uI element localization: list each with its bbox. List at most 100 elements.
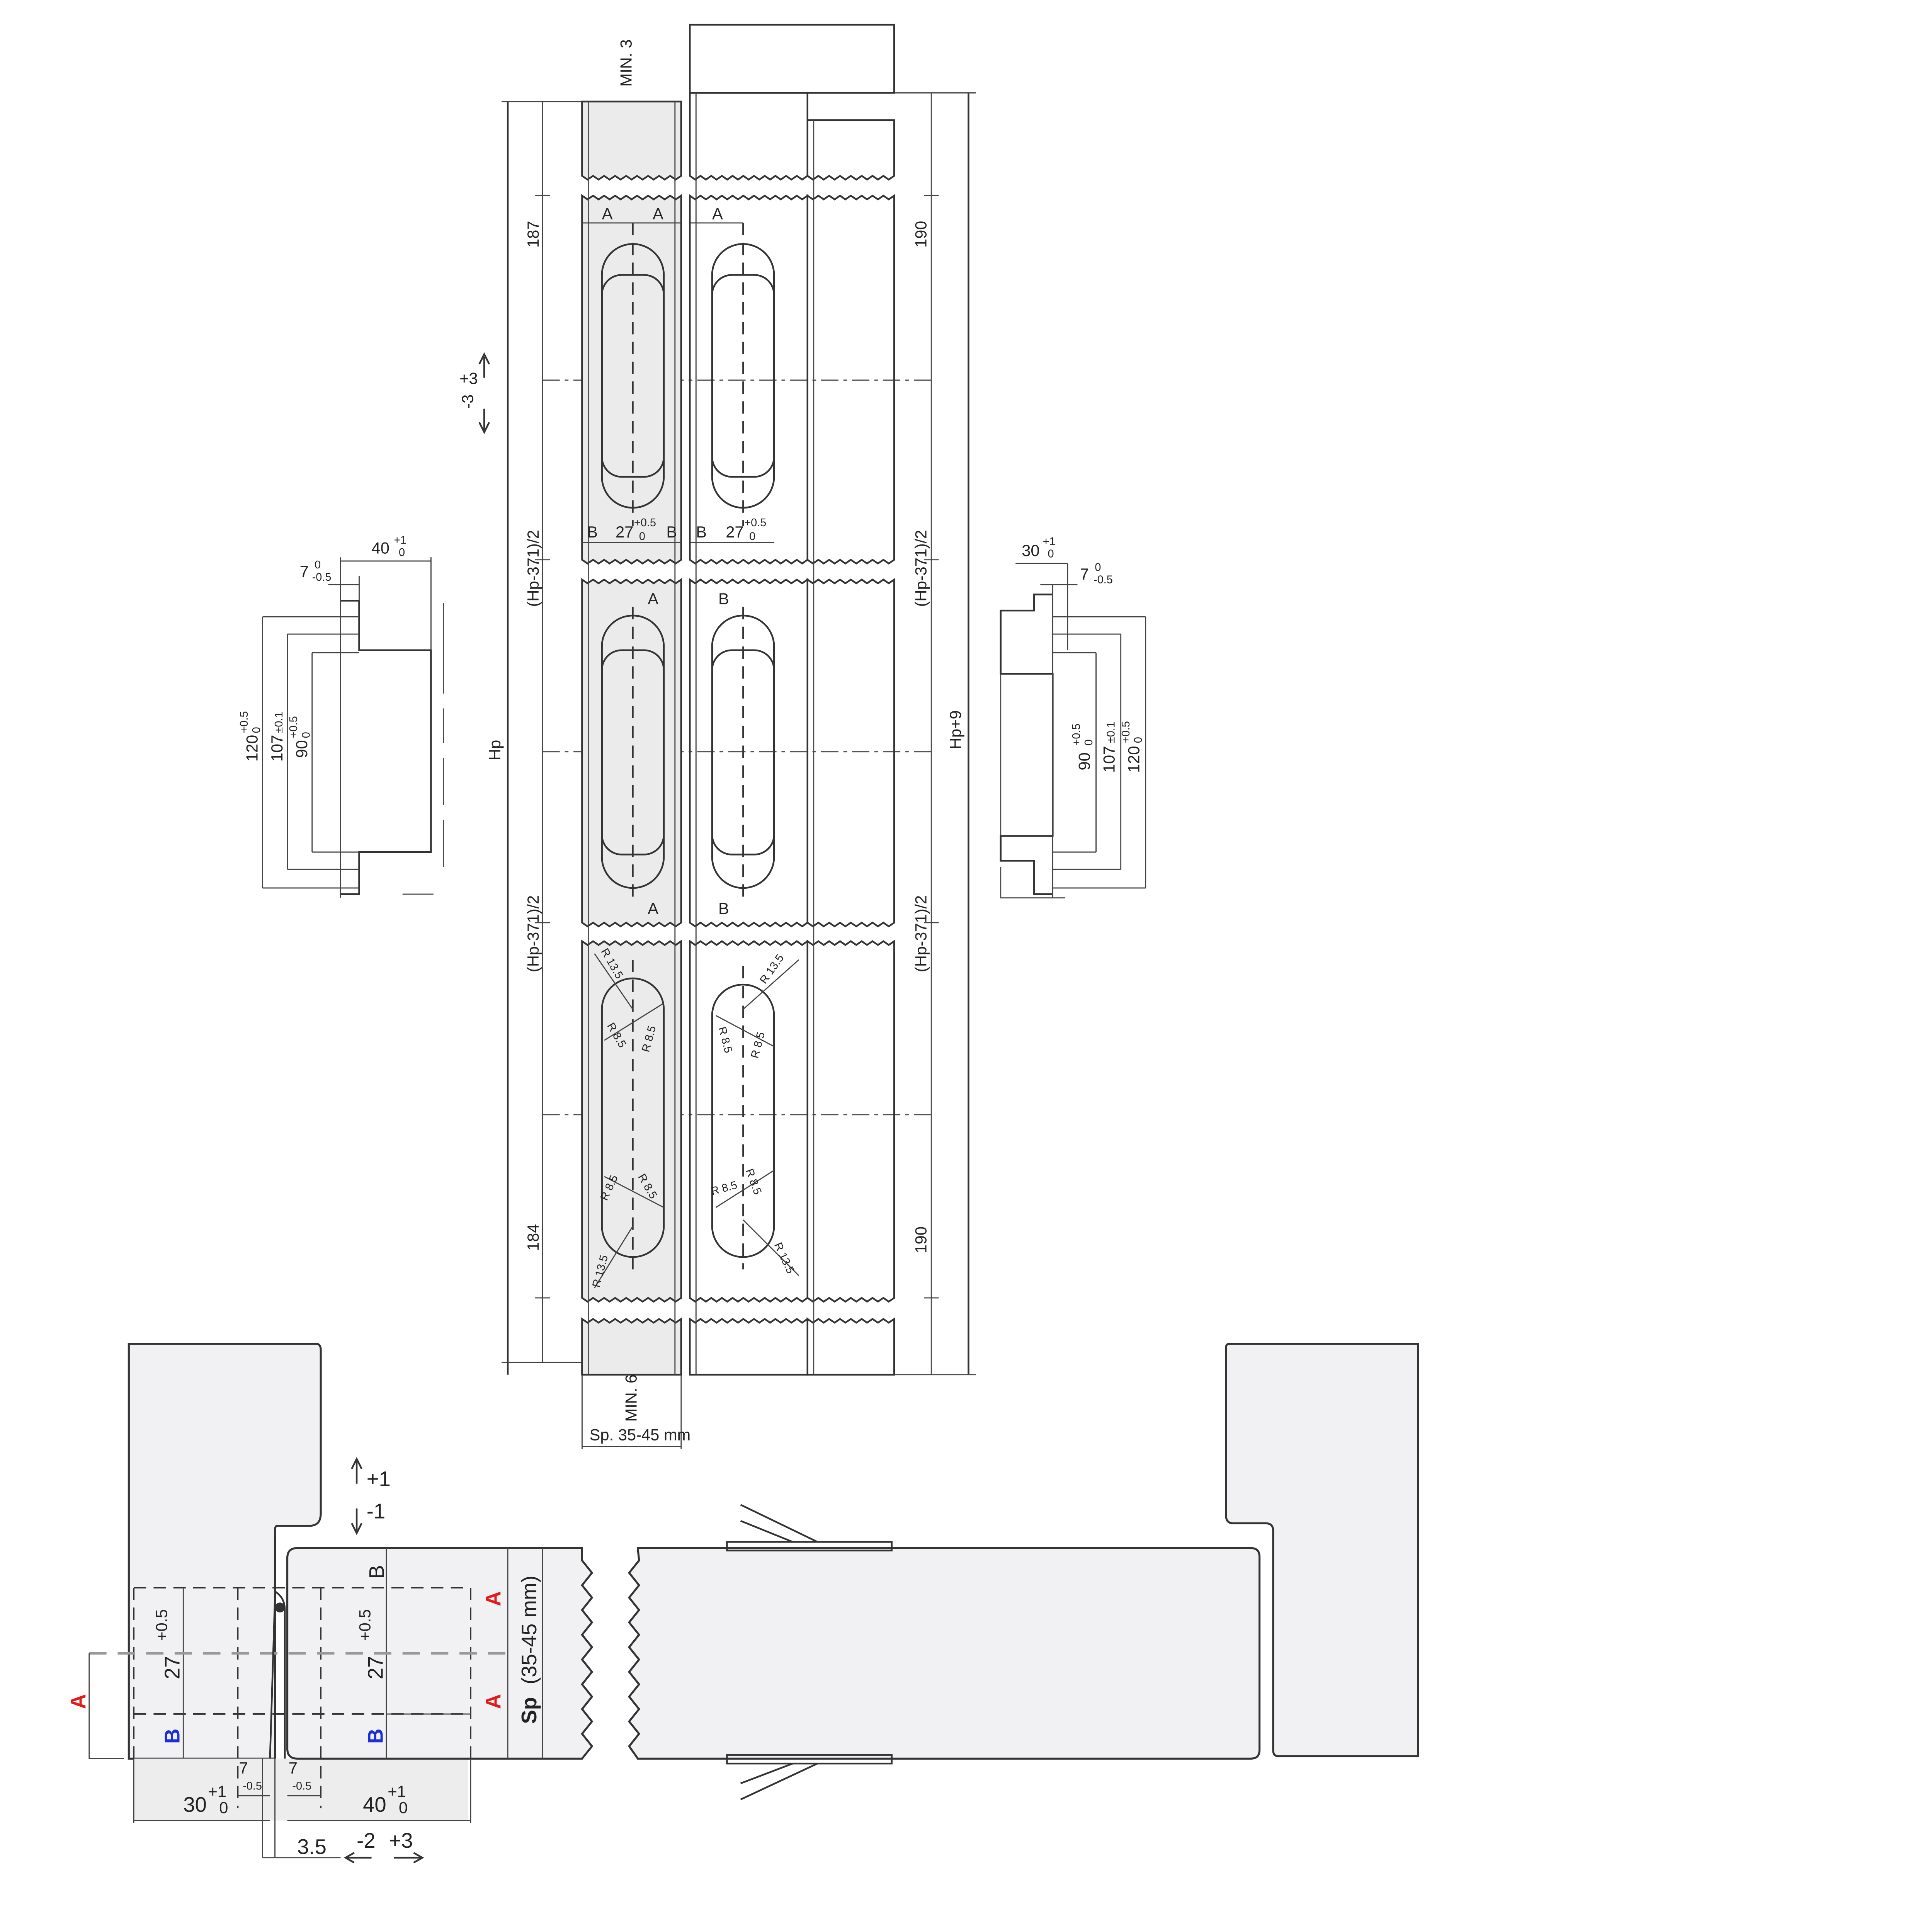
svg-text:+3: +3 bbox=[459, 369, 478, 388]
svg-text:A: A bbox=[648, 899, 658, 917]
svg-text:27: 27 bbox=[161, 1656, 184, 1680]
slot-tolerance-leaf: +0.5 bbox=[355, 1609, 374, 1641]
svg-text:40: 40 bbox=[372, 539, 389, 557]
svg-text:A: A bbox=[648, 590, 658, 608]
svg-text:+0.5: +0.5 bbox=[634, 517, 656, 529]
svg-text:A: A bbox=[602, 204, 613, 223]
hinge-slot-upper: A A A B B B 27 +0.5 0 27 +0.5 0 bbox=[582, 204, 775, 543]
svg-text:R 13.5: R 13.5 bbox=[772, 1241, 797, 1276]
offset-tolerance-leaf: -0.5 bbox=[292, 1780, 311, 1792]
svg-text:0: 0 bbox=[250, 727, 263, 733]
svg-text:B: B bbox=[666, 523, 677, 541]
svg-text:0: 0 bbox=[1048, 548, 1054, 560]
plan-view: A A A B B B 27 +0.5 27 +0.5 Sp (35-45 mm… bbox=[66, 1343, 1419, 1864]
svg-text:187: 187 bbox=[524, 221, 542, 248]
svg-text:0: 0 bbox=[315, 559, 321, 571]
svg-text:27: 27 bbox=[364, 1656, 387, 1680]
svg-text:R 8.5: R 8.5 bbox=[743, 1167, 764, 1196]
hinge-bottom bbox=[726, 1754, 893, 1765]
left-section-detail: 40 +1 0 7 0 -0.5 120 +0.5 0 107 ±0.1 90 … bbox=[238, 534, 444, 898]
svg-text:+3: +3 bbox=[389, 1829, 413, 1852]
sp-range-label: (35-45 mm) bbox=[517, 1576, 541, 1684]
svg-text:0: 0 bbox=[1132, 737, 1145, 743]
svg-text:+1: +1 bbox=[1043, 535, 1056, 548]
leaf-column bbox=[581, 100, 682, 1376]
vertical-adjust-arrows: +3 -3 bbox=[458, 352, 490, 434]
svg-text:+0.5: +0.5 bbox=[287, 716, 300, 738]
svg-text:A: A bbox=[653, 204, 663, 223]
svg-text:+1: +1 bbox=[388, 1782, 406, 1801]
svg-text:Hp: Hp bbox=[486, 740, 504, 760]
hinge-slot-middle: A A B B bbox=[601, 590, 775, 917]
svg-text:A: A bbox=[712, 204, 723, 223]
technical-drawing: A A A B B B 27 +0.5 0 27 +0.5 0 A A B B … bbox=[66, 24, 1419, 1864]
frame-column bbox=[689, 24, 895, 1376]
svg-text:0: 0 bbox=[1083, 739, 1095, 745]
svg-text:30: 30 bbox=[1022, 541, 1039, 560]
svg-text:Hp+9: Hp+9 bbox=[946, 710, 964, 749]
svg-text:B: B bbox=[718, 899, 729, 917]
svg-text:90: 90 bbox=[293, 740, 311, 758]
plan-vertical-adjust: +1 -1 bbox=[351, 1457, 391, 1535]
svg-text:7: 7 bbox=[239, 1759, 248, 1777]
svg-text:-0.5: -0.5 bbox=[1094, 574, 1113, 586]
door-leaf-right bbox=[628, 1547, 1261, 1760]
right-section-detail: 30 +1 0 7 0 -0.5 90 +0.5 0 107 ±0.1 120 … bbox=[1000, 535, 1146, 899]
svg-text:(Hp-371)/2: (Hp-371)/2 bbox=[524, 895, 542, 972]
svg-text:Sp: Sp bbox=[517, 1697, 541, 1724]
svg-text:(Hp-371)/2: (Hp-371)/2 bbox=[524, 530, 542, 607]
offset-tolerance-frame: -0.5 bbox=[243, 1780, 262, 1792]
right-door-frame bbox=[1225, 1343, 1419, 1757]
svg-text:184: 184 bbox=[524, 1224, 542, 1251]
hinge-top bbox=[726, 1541, 893, 1552]
svg-text:0: 0 bbox=[749, 530, 755, 543]
svg-text:40: 40 bbox=[363, 1793, 386, 1816]
svg-text:-0.5: -0.5 bbox=[312, 571, 332, 583]
svg-text:27: 27 bbox=[616, 523, 633, 541]
svg-text:90: 90 bbox=[1075, 752, 1094, 770]
svg-text:7: 7 bbox=[300, 563, 309, 581]
svg-text:+0.5: +0.5 bbox=[1120, 721, 1132, 743]
svg-text:A: A bbox=[481, 1694, 505, 1709]
svg-text:0: 0 bbox=[1095, 561, 1101, 574]
frame-top-block bbox=[689, 24, 895, 94]
svg-text:B: B bbox=[161, 1728, 184, 1743]
svg-text:0: 0 bbox=[399, 1798, 408, 1816]
thickness-label: Sp. 35-45 mm bbox=[590, 1426, 691, 1444]
svg-text:B: B bbox=[365, 1565, 389, 1579]
svg-text:7: 7 bbox=[289, 1759, 298, 1777]
svg-text:-1: -1 bbox=[367, 1499, 385, 1523]
svg-text:0: 0 bbox=[399, 546, 405, 559]
svg-text:0: 0 bbox=[300, 732, 312, 738]
gap-label: 3.5 bbox=[297, 1835, 327, 1859]
svg-text:B: B bbox=[696, 523, 707, 541]
svg-text:R 13.5: R 13.5 bbox=[757, 952, 786, 986]
hinge-installation-drawing: A A A B B B 27 +0.5 0 27 +0.5 0 A A B B … bbox=[66, 24, 1419, 1864]
svg-text:107: 107 bbox=[1100, 746, 1118, 773]
svg-text:B: B bbox=[587, 523, 598, 541]
svg-text:A: A bbox=[66, 1694, 90, 1709]
svg-text:(Hp-371)/2: (Hp-371)/2 bbox=[912, 530, 930, 607]
svg-text:120: 120 bbox=[1125, 746, 1143, 773]
leaf-segment-2 bbox=[581, 578, 682, 928]
svg-text:+0.5: +0.5 bbox=[744, 517, 766, 529]
svg-text:(Hp-371)/2: (Hp-371)/2 bbox=[912, 895, 930, 972]
svg-text:B: B bbox=[718, 590, 729, 608]
min-6-label: MIN. 6 bbox=[622, 1374, 640, 1422]
svg-text:MIN. 3: MIN. 3 bbox=[617, 39, 635, 87]
slot-tolerance-frame: +0.5 bbox=[153, 1609, 171, 1641]
svg-text:120: 120 bbox=[243, 735, 261, 762]
svg-text:+1: +1 bbox=[394, 534, 406, 546]
svg-text:0: 0 bbox=[219, 1798, 228, 1816]
svg-text:+1: +1 bbox=[367, 1467, 391, 1491]
svg-text:B: B bbox=[364, 1728, 387, 1743]
leaf-segment-3 bbox=[581, 939, 682, 1303]
elevation-view: A A A B B B 27 +0.5 0 27 +0.5 0 A A B B … bbox=[458, 24, 976, 1449]
svg-text:27: 27 bbox=[726, 523, 743, 541]
leaf-segment-bottom bbox=[581, 1317, 682, 1376]
svg-text:+0.5: +0.5 bbox=[238, 711, 250, 733]
svg-text:-3: -3 bbox=[458, 395, 476, 409]
svg-text:±0.1: ±0.1 bbox=[1105, 721, 1117, 743]
svg-text:107: 107 bbox=[268, 735, 286, 762]
svg-text:+1: +1 bbox=[208, 1782, 226, 1801]
